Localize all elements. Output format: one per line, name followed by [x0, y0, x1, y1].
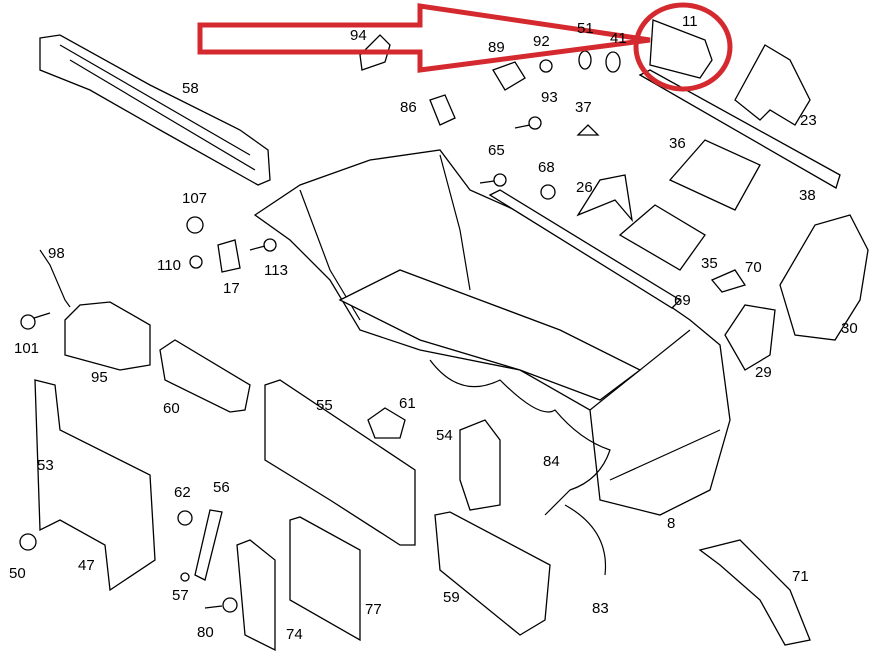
part-23-shape [734, 44, 811, 126]
label-41: 41 [610, 30, 627, 47]
label-65: 65 [488, 142, 505, 159]
label-62: 62 [174, 484, 191, 501]
part-36-shape [668, 139, 761, 211]
label-58: 58 [182, 80, 199, 97]
label-89: 89 [488, 39, 505, 56]
part-30-shape [779, 214, 869, 341]
label-83: 83 [592, 600, 609, 617]
label-80: 80 [197, 624, 214, 641]
label-11: 11 [682, 13, 698, 30]
label-101: 101 [14, 340, 39, 357]
part-84-cable [429, 359, 611, 516]
label-35: 35 [701, 255, 718, 272]
label-23: 23 [800, 112, 817, 129]
label-56: 56 [213, 479, 230, 496]
label-51: 51 [577, 20, 594, 37]
label-92: 92 [533, 33, 550, 50]
label-54: 54 [436, 427, 453, 444]
label-60: 60 [163, 400, 180, 417]
part-95-shape [64, 301, 151, 371]
label-77: 77 [365, 601, 382, 618]
label-61: 61 [399, 395, 416, 412]
label-53: 53 [37, 457, 54, 474]
label-59: 59 [443, 589, 460, 606]
label-29: 29 [755, 364, 772, 381]
label-30: 30 [841, 320, 858, 337]
part-59-shape [434, 511, 551, 636]
label-93: 93 [541, 89, 558, 106]
label-107: 107 [182, 190, 207, 207]
label-55: 55 [316, 397, 333, 414]
label-50: 50 [9, 565, 26, 582]
label-70: 70 [745, 259, 762, 276]
label-36: 36 [669, 135, 686, 152]
label-69: 69 [674, 292, 691, 309]
callout-arrow [197, 3, 651, 73]
label-26: 26 [576, 179, 593, 196]
label-84: 84 [543, 453, 560, 470]
label-8: 8 [667, 515, 675, 532]
part-11-shape [649, 19, 713, 79]
label-113: 113 [264, 262, 288, 279]
label-57: 57 [172, 587, 189, 604]
label-110: 110 [157, 257, 181, 274]
part-69-strip [488, 189, 682, 309]
label-86: 86 [400, 99, 417, 116]
label-37: 37 [575, 99, 592, 116]
label-17: 17 [223, 280, 240, 297]
label-94: 94 [350, 27, 367, 44]
part-53-bracket [34, 379, 156, 592]
label-95: 95 [91, 369, 108, 386]
label-47: 47 [78, 557, 95, 574]
label-71: 71 [792, 568, 809, 585]
part-55-shape [264, 379, 416, 546]
label-74: 74 [286, 626, 303, 643]
label-38: 38 [799, 187, 816, 204]
part-labels: 94 89 92 51 41 11 58 86 93 37 23 65 68 3… [9, 13, 858, 643]
label-68: 68 [538, 159, 555, 176]
callout-circle [633, 2, 733, 92]
label-98: 98 [48, 245, 65, 262]
part-71-strip [698, 539, 811, 646]
